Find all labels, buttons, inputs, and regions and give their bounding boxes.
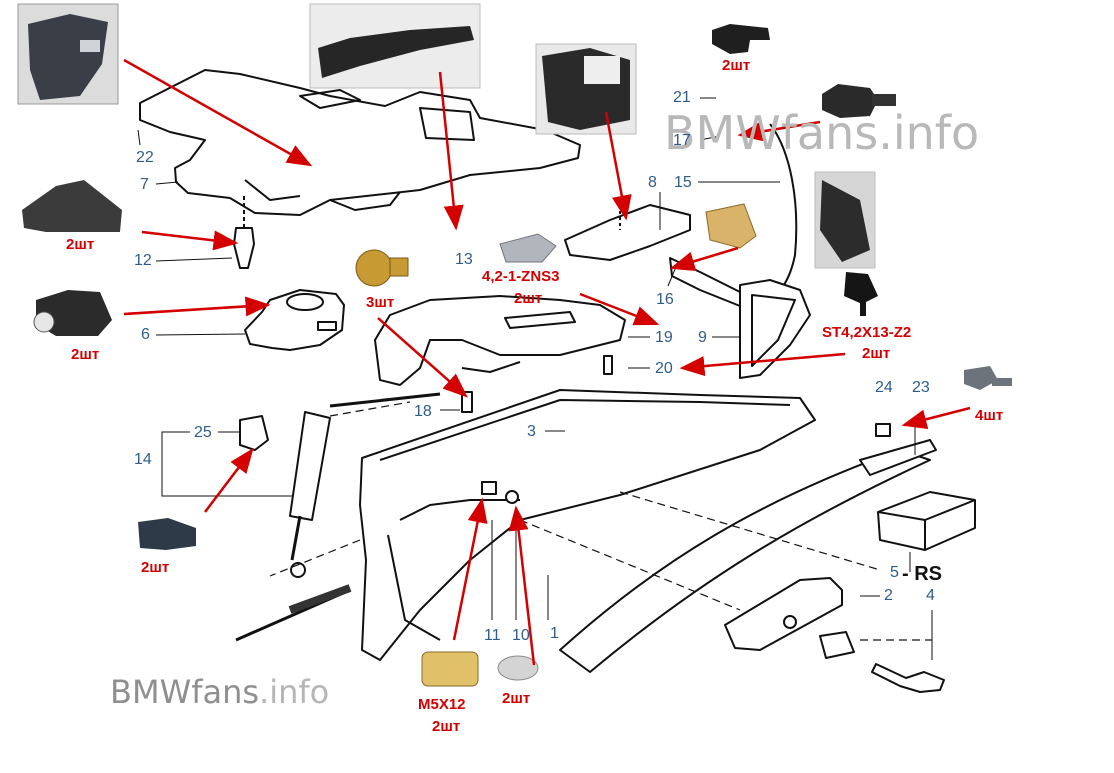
arrow-gold-clip <box>669 246 739 272</box>
annotation-light-qty: 2шт <box>71 346 100 363</box>
arrow-plate <box>604 111 632 221</box>
red-arrows <box>123 58 971 666</box>
part-number-18: 18 <box>414 403 432 420</box>
part-number-10: 10 <box>512 627 530 644</box>
rs-label: - RS <box>902 563 942 585</box>
part-number-6: 6 <box>141 326 150 343</box>
annotation-bolt-qty: 3шт <box>366 294 395 311</box>
light-housing <box>244 289 345 351</box>
part-number-5: 5 <box>890 564 899 581</box>
part-number-13: 13 <box>455 251 473 268</box>
photo-top-clip <box>712 24 770 54</box>
screw-11 <box>481 481 497 495</box>
strut-clip <box>239 415 269 451</box>
part-number-23: 23 <box>912 379 930 396</box>
arrow-small-screw <box>901 406 971 430</box>
part-number-22: 22 <box>136 149 154 166</box>
annotation-small-screw-qty: 4шт <box>975 407 1004 424</box>
photo-light <box>36 290 112 336</box>
part-number-25: 25 <box>194 424 212 441</box>
part-number-3: 3 <box>527 423 536 440</box>
watermark-bottom: BMWfans.info <box>110 673 329 711</box>
part-number-21: 21 <box>673 89 691 106</box>
lid-trim <box>559 449 931 673</box>
photo-bolt <box>355 249 393 287</box>
arrow-light <box>123 296 271 317</box>
mounting-pin <box>233 227 255 269</box>
part-number-19: 19 <box>655 329 673 346</box>
arrow-bolt <box>377 317 468 398</box>
annotation-nut-qty: 2шт <box>514 290 543 307</box>
part-number-15: 15 <box>674 174 692 191</box>
part-number-2: 2 <box>884 587 893 604</box>
arrow-washer <box>508 505 536 666</box>
photo-push-clip <box>822 84 878 118</box>
arrow-push-clip <box>737 120 821 142</box>
lock-cylinder <box>819 631 855 659</box>
annotation-screw-code: ST4,2X13-Z2 <box>822 324 912 341</box>
screw-20 <box>603 355 613 375</box>
key <box>871 663 945 693</box>
photo-strut-clip <box>138 518 196 550</box>
photo-gold-clip <box>705 203 757 249</box>
arrow-nut <box>579 292 660 326</box>
part-number-16: 16 <box>656 291 674 308</box>
annotation-clip-qty: 2шт <box>141 559 170 576</box>
watermark-top: BMWfans.info <box>664 106 980 160</box>
photo-screw-black <box>844 272 878 304</box>
washer-10 <box>505 490 519 504</box>
leader-lines <box>137 97 933 660</box>
watermark-bottom-brand: BMWfans <box>110 673 260 711</box>
gas-strut <box>289 411 331 521</box>
upper-bracket <box>564 204 691 261</box>
strut-rod <box>329 392 441 408</box>
part-number-24: 24 <box>875 379 893 396</box>
annotation-bolt2-code: M5X12 <box>418 696 466 713</box>
annotation-washer-qty: 2шт <box>502 690 531 707</box>
arrow-bracket <box>438 71 464 231</box>
arrow-grommet <box>141 230 239 251</box>
watermark-bottom-suffix: .info <box>259 673 330 711</box>
dashed-lines <box>269 401 932 641</box>
line-art <box>139 69 976 693</box>
annotation-grommet-qty: 2шт <box>66 236 95 253</box>
part-number-12: 12 <box>134 252 152 269</box>
part-number-9: 9 <box>698 329 707 346</box>
annotation-screw-qty: 2шт <box>862 345 891 362</box>
annotation-top-clip-qty: 2шт <box>722 57 751 74</box>
arrow-strut-clip <box>204 448 254 513</box>
handle-trim <box>859 439 937 476</box>
part-number-11: 11 <box>484 627 501 644</box>
door-handle <box>724 577 843 651</box>
photo-nut <box>499 233 557 263</box>
top-cover-panel <box>139 69 581 216</box>
part-number-17: 17 <box>673 132 691 149</box>
photo-small-screw <box>964 366 998 390</box>
bracket-frame <box>374 295 626 386</box>
arrow-top-cover <box>123 58 313 167</box>
part-number-1: 1 <box>550 625 559 642</box>
annotation-nut-code: 4,2-1-ZNS3 <box>482 268 560 285</box>
screw-24 <box>875 423 891 437</box>
photo-grommet <box>22 180 122 232</box>
part-number-14: 14 <box>134 451 152 468</box>
photo-insets <box>17 3 1012 687</box>
part-number-20: 20 <box>655 360 673 377</box>
first-aid-box <box>877 491 976 551</box>
arrow-m5-bolt <box>452 497 488 641</box>
photo-washer <box>497 655 539 681</box>
part-number-4: 4 <box>926 587 935 604</box>
part-number-8: 8 <box>648 174 657 191</box>
arrow-screw <box>679 352 846 377</box>
part-number-7: 7 <box>140 176 149 193</box>
annotation-bolt2-qty: 2шт <box>432 718 461 735</box>
